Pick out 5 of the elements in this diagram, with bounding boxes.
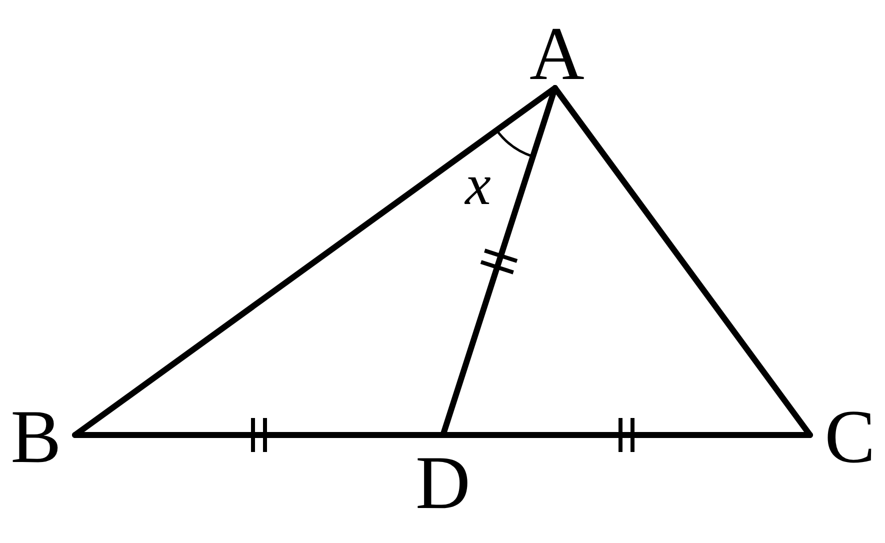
angle-label: x <box>465 156 491 214</box>
vertex-label: A <box>530 16 584 92</box>
vertex-label: B <box>10 399 62 475</box>
vertex-label: C <box>824 399 876 475</box>
vertex-label: D <box>416 445 470 521</box>
